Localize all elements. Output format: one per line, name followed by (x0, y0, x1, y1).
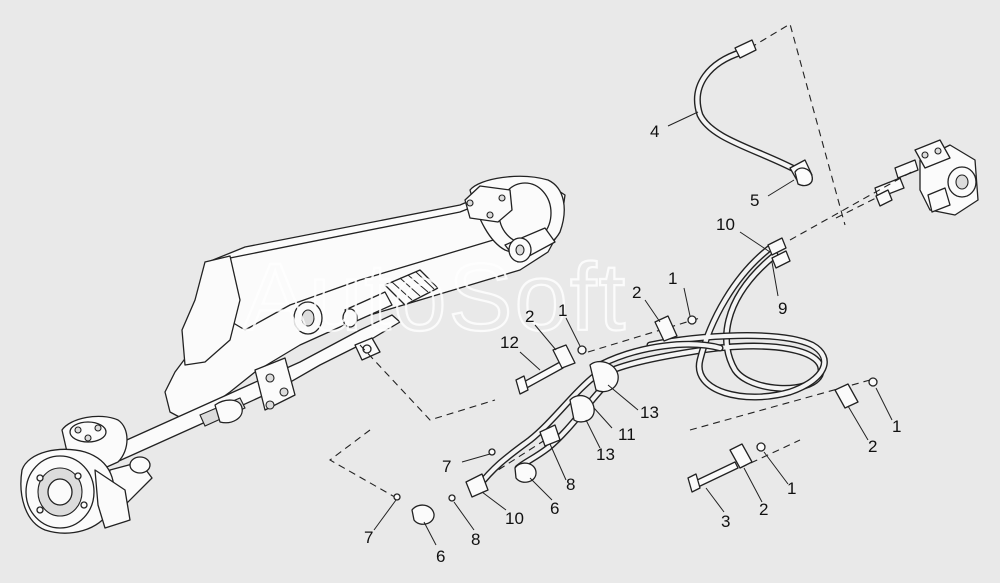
watermark-text: AutoSoft (243, 244, 627, 351)
callout-11: 11 (618, 425, 636, 444)
callout-12: 12 (500, 333, 519, 352)
callout-2: 2 (525, 307, 534, 326)
callout-9: 9 (778, 299, 787, 318)
dashed-connection-lines (329, 23, 916, 501)
callout-labels: 4 5 10 9 1 2 2 1 12 13 11 13 1 2 7 8 6 1… (364, 122, 901, 566)
callout-13: 13 (640, 403, 659, 422)
callout-1: 1 (787, 479, 796, 498)
callout-3: 3 (721, 512, 730, 531)
leader-lines (373, 111, 893, 546)
callout-7: 7 (364, 528, 373, 547)
callout-10: 10 (716, 215, 735, 234)
callout-1: 1 (892, 417, 901, 436)
steering-valve (874, 139, 979, 216)
callout-2: 2 (632, 283, 641, 302)
callout-2: 2 (759, 500, 768, 519)
callout-10: 10 (505, 509, 524, 528)
callout-1: 1 (558, 301, 567, 320)
callout-8: 8 (471, 530, 480, 549)
callout-4: 4 (650, 122, 659, 141)
callout-13: 13 (596, 445, 615, 464)
callout-6: 6 (550, 499, 559, 518)
callout-5: 5 (750, 191, 759, 210)
front-axle-assembly (20, 175, 566, 534)
fittings (393, 39, 893, 525)
hydraulic-hoses (474, 48, 828, 491)
callout-2: 2 (868, 437, 877, 456)
callout-1: 1 (668, 269, 677, 288)
callout-6: 6 (436, 547, 445, 566)
callout-8: 8 (566, 475, 575, 494)
callout-7: 7 (442, 457, 451, 476)
